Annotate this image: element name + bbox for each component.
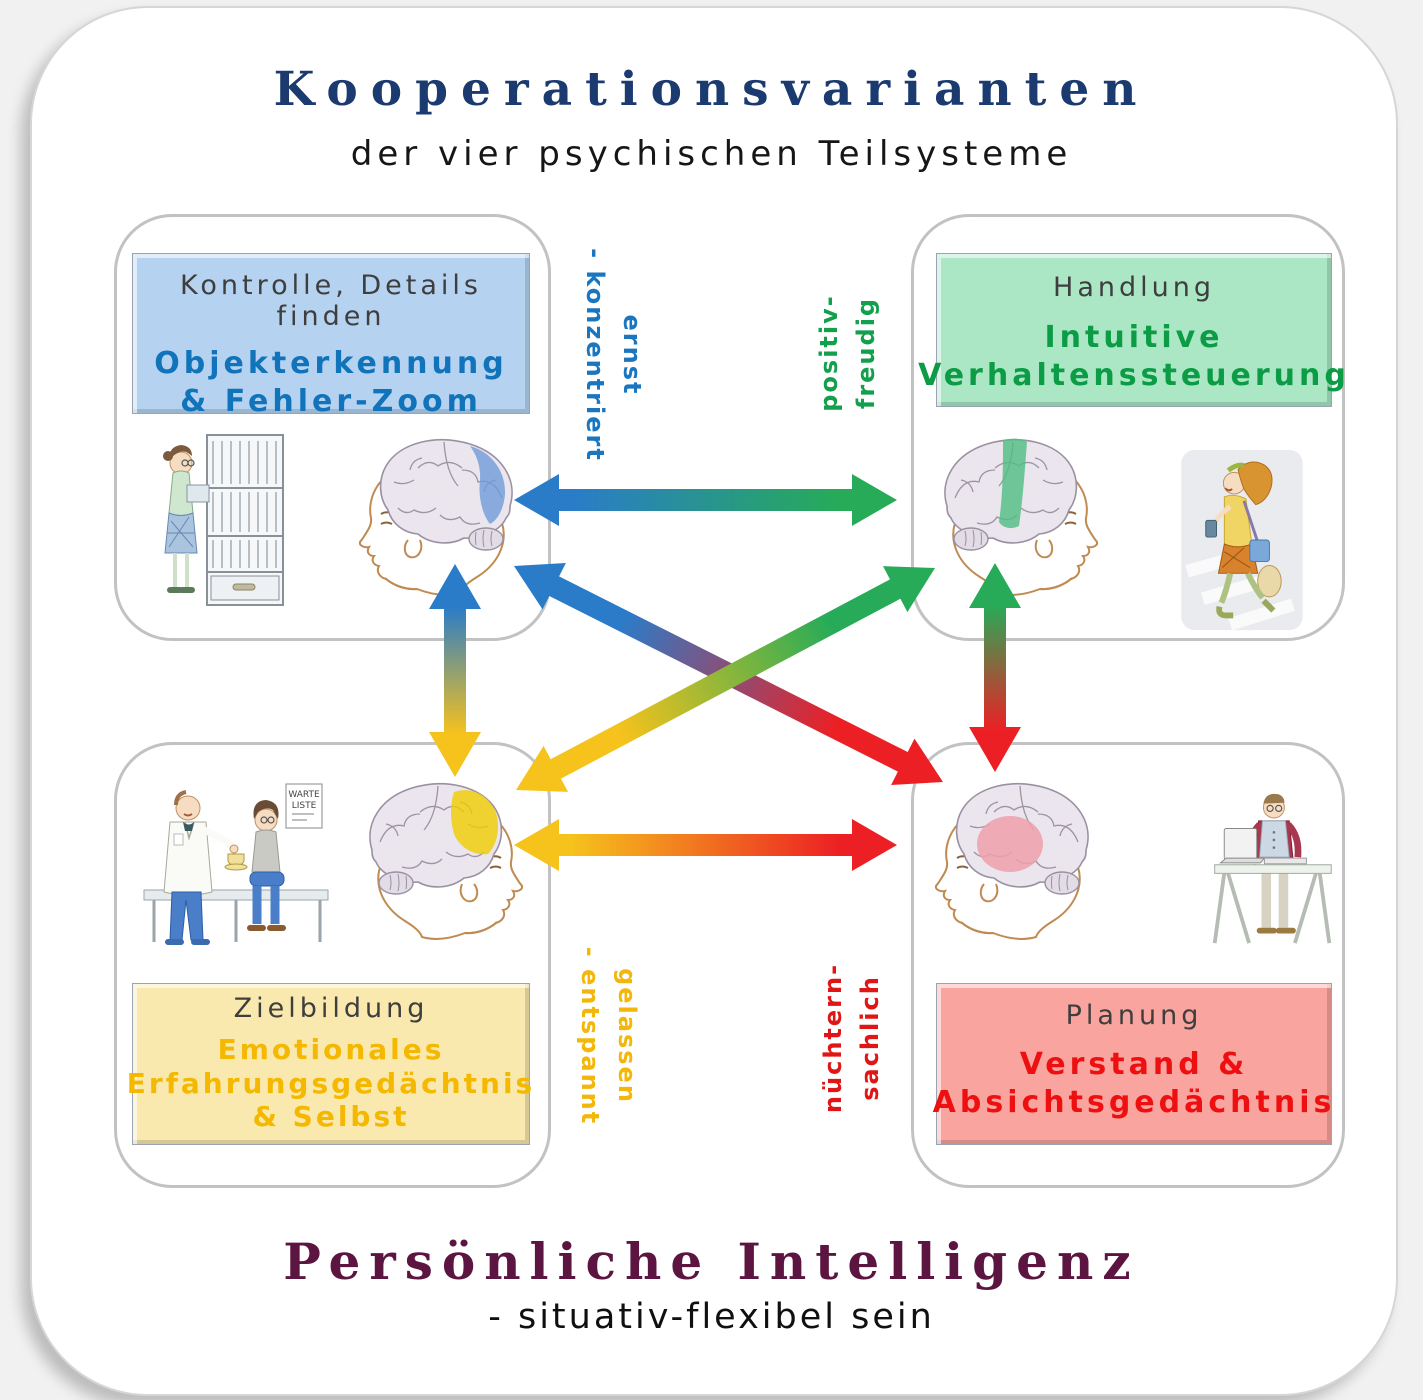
keyboard xyxy=(1263,857,1307,865)
illustration-woman-filing-shelf xyxy=(163,434,284,606)
quadrant-system: Verstand & Absichtsgedächtnis xyxy=(932,1047,1336,1120)
illustration-man-at-desk xyxy=(1212,793,1332,944)
page-subtitle: der vier psychischen Teilsysteme xyxy=(350,134,1073,174)
brain-bottom-right xyxy=(934,782,1090,940)
quadrant-label: Planung xyxy=(1065,1000,1203,1031)
quadrant-system: Intuitive Verhaltenssteuerung xyxy=(918,320,1350,393)
label-box-bottom-right: Planung Verstand & Absichtsgedächtnis xyxy=(933,983,1332,1145)
footer-subtitle: - situativ-flexibel sein xyxy=(488,1297,935,1337)
quadrant-label: Zielbildung xyxy=(233,993,429,1024)
brain-highlight-yellow xyxy=(451,790,498,855)
laptop xyxy=(1223,828,1258,860)
mode-label-positiv-freudig: positiv- freudig xyxy=(814,294,880,412)
quadrant-label: Handlung xyxy=(1053,272,1215,303)
quadrant-label: Kontrolle, Details finden xyxy=(180,270,482,332)
mode-label-gelassen-entspannt: gelassen - entspannt xyxy=(576,946,642,1126)
sign-line-1: WARTE xyxy=(288,790,320,800)
quadrant-system: Objekterkennung & Fehler-Zoom xyxy=(154,346,508,419)
brain-highlight-blue xyxy=(470,446,506,524)
label-box-top-left: Kontrolle, Details finden Objekterkennun… xyxy=(132,253,530,419)
doctor-figure xyxy=(163,790,248,945)
brain-highlight-green xyxy=(999,438,1027,529)
brain-top-left xyxy=(358,438,514,596)
mode-label-ernst-konzentriert: ernst - konzentriert xyxy=(581,248,647,462)
desk xyxy=(1212,828,1332,944)
quadrant-system: Emotionales Erfahrungsgedächtnis & Selbs… xyxy=(126,1033,536,1134)
illustration-woman-walking-phone xyxy=(1181,449,1303,631)
label-box-bottom-left: Zielbildung Emotionales Erfahrungsgedäch… xyxy=(127,983,532,1145)
walking-woman-figure xyxy=(1205,461,1282,619)
brain-bottom-left xyxy=(368,782,524,940)
sign-line-2: LISTE xyxy=(292,801,317,811)
brain-highlight-red xyxy=(977,816,1043,872)
mode-label-nuechtern-sachlich: nüchtern- sachlich xyxy=(818,962,884,1114)
footer-title: Persönliche Intelligenz xyxy=(283,1232,1140,1291)
waiting-list-sign xyxy=(285,783,323,829)
illustration-doctor-with-patient: WARTE LISTE xyxy=(143,783,329,945)
page-title: Kooperationsvarianten xyxy=(273,62,1150,117)
brain-top-right xyxy=(943,438,1099,596)
woman-figure xyxy=(163,445,210,593)
label-box-top-right: Handlung Intuitive Verhaltenssteuerung xyxy=(918,253,1346,407)
patient-figure xyxy=(247,800,286,931)
